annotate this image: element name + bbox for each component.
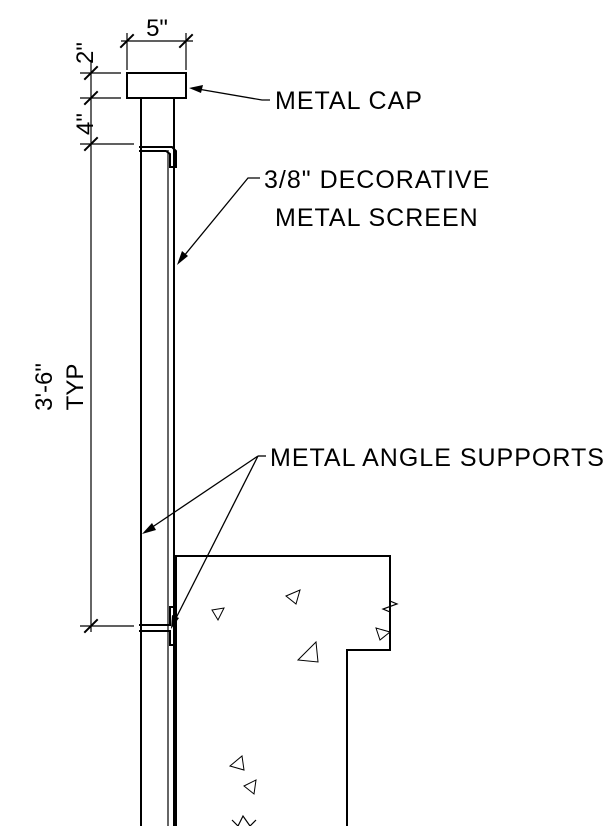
screen-label-line1: 3/8" DECORATIVE — [264, 166, 490, 194]
width-dimension: 5" — [119, 15, 194, 70]
screen-leader — [177, 177, 260, 265]
concrete-aggregate — [211, 589, 392, 795]
concrete-slab — [175, 555, 399, 826]
height-typ-text: TYP — [62, 364, 89, 411]
height-dimension-text: 3'-6" — [31, 363, 58, 411]
cap-height-dimension-text: 2" — [72, 42, 99, 64]
metal-cap-label: METAL CAP — [275, 87, 423, 115]
screen-label-line2: METAL SCREEN — [275, 204, 479, 232]
width-dimension-text: 5" — [146, 15, 168, 42]
height-dimension: 2" 4" 3'-6" TYP — [31, 42, 134, 634]
cap-leader — [189, 85, 270, 101]
metal-cap — [126, 72, 187, 99]
supports-leader — [142, 455, 266, 629]
angle-supports-label: METAL ANGLE SUPPORTS — [270, 444, 605, 472]
gap-dimension-text: 4" — [72, 113, 99, 135]
bottom-angle-support — [139, 606, 177, 646]
top-angle-support — [139, 146, 177, 168]
post — [140, 97, 175, 826]
